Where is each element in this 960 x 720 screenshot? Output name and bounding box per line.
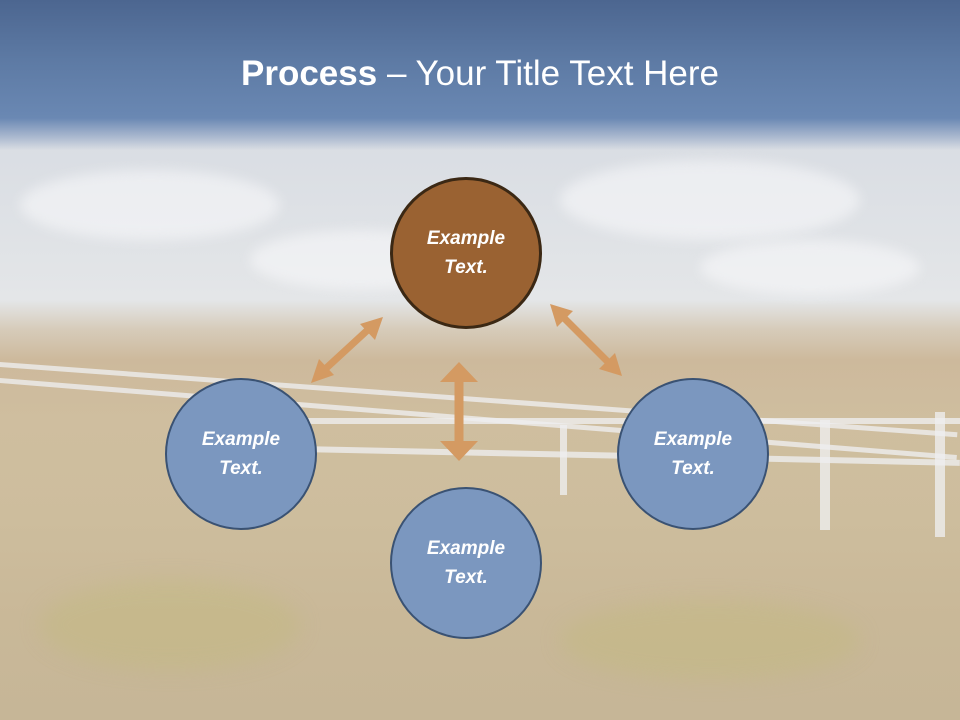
- fence-post: [935, 412, 945, 537]
- cloud: [700, 240, 920, 295]
- bottom-node-label: Example Text.: [426, 538, 506, 588]
- title-band: [0, 0, 960, 150]
- slide-title-bold: Process: [241, 54, 378, 93]
- grass-patch: [560, 600, 860, 680]
- right-node-label: Example Text.: [653, 429, 733, 479]
- double-arrow-left: [311, 317, 383, 383]
- cloud: [560, 160, 860, 240]
- slide-title: Process – Your Title Text Here: [0, 52, 960, 96]
- right-node[interactable]: Example Text.: [617, 378, 769, 530]
- double-arrow-vertical: [440, 362, 478, 461]
- cloud: [20, 170, 280, 240]
- grass-patch: [40, 580, 300, 670]
- left-node[interactable]: Example Text.: [165, 378, 317, 530]
- fence-post: [820, 420, 830, 530]
- fence-post: [560, 425, 567, 495]
- bottom-node[interactable]: Example Text.: [390, 487, 542, 639]
- left-node-label: Example Text.: [201, 429, 281, 479]
- center-node[interactable]: Example Text.: [390, 177, 542, 329]
- double-arrow-right: [550, 304, 622, 376]
- slide-title-rest: – Your Title Text Here: [377, 54, 719, 93]
- center-node-label: Example Text.: [426, 228, 506, 278]
